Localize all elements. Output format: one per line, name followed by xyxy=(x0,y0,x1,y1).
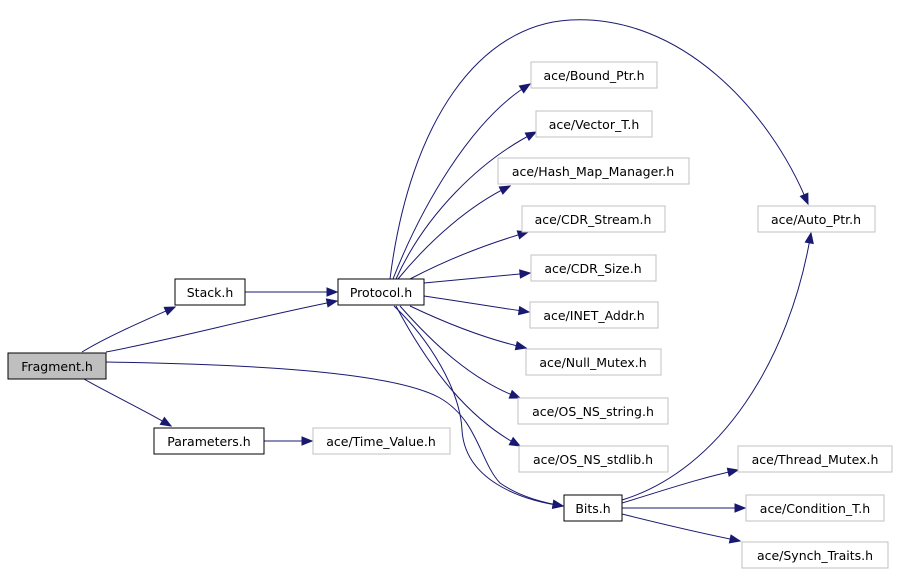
node-ace-thread-mutex-h-label: ace/Thread_Mutex.h xyxy=(752,452,879,467)
node-stack-h[interactable]: Stack.h xyxy=(174,278,246,306)
arrowhead xyxy=(325,298,339,308)
arrowhead xyxy=(799,192,809,206)
edge-fragment-to-stack xyxy=(81,306,177,353)
node-ace-os-ns-stdlib-h[interactable]: ace/OS_NS_stdlib.h xyxy=(518,445,669,473)
arrowhead xyxy=(518,83,532,94)
edge-protocol-to-cdr_stream xyxy=(409,230,530,280)
edge-fragment-to-parameters xyxy=(83,378,173,427)
arrowhead xyxy=(498,185,512,195)
node-ace-inet-addr-h-label: ace/INET_Addr.h xyxy=(543,308,644,323)
node-parameters-h[interactable]: Parameters.h xyxy=(153,427,265,455)
node-ace-synch-traits-h[interactable]: ace/Synch_Traits.h xyxy=(741,541,889,569)
node-fragment-h-label: Fragment.h xyxy=(21,359,93,374)
arrowhead xyxy=(728,534,742,544)
edge-protocol-to-auto_ptr xyxy=(389,19,809,280)
edge-bits-to-thread_mutex xyxy=(621,467,740,504)
node-bits-h[interactable]: Bits.h xyxy=(563,494,623,522)
arrowhead xyxy=(519,269,532,279)
node-protocol-h-label: Protocol.h xyxy=(350,285,412,300)
arrowhead xyxy=(508,436,522,447)
node-ace-hash-map-manager-h[interactable]: ace/Hash_Map_Manager.h xyxy=(497,157,690,185)
node-parameters-h-label: Parameters.h xyxy=(167,434,250,449)
node-stack-h-label: Stack.h xyxy=(187,285,234,300)
node-ace-os-ns-string-h[interactable]: ace/OS_NS_string.h xyxy=(517,397,669,425)
arrowhead xyxy=(734,503,747,513)
arrowhead xyxy=(326,287,339,297)
node-ace-time-value-h-label: ace/Time_Value.h xyxy=(326,434,436,449)
edges-layer xyxy=(81,19,814,544)
node-ace-cdr-size-h-label: ace/CDR_Size.h xyxy=(544,261,641,276)
edge-protocol-to-bits xyxy=(393,305,565,510)
node-ace-auto-ptr-h-label: ace/Auto_Ptr.h xyxy=(771,212,861,227)
arrowhead xyxy=(726,467,740,477)
node-ace-auto-ptr-h[interactable]: ace/Auto_Ptr.h xyxy=(757,205,876,233)
edge-fragment-to-protocol xyxy=(105,298,339,353)
edge-protocol-to-os_ns_string xyxy=(399,305,522,399)
node-fragment-h[interactable]: Fragment.h xyxy=(7,352,107,380)
arrowhead xyxy=(514,340,528,351)
nodes-layer: Fragment.h Stack.h Protocol.h Parameters… xyxy=(7,61,893,569)
arrowhead xyxy=(517,305,531,316)
edge-protocol-to-vector_t xyxy=(395,131,538,280)
node-ace-null-mutex-h-label: ace/Null_Mutex.h xyxy=(539,355,646,370)
edge-protocol-to-cdr_size xyxy=(423,269,532,284)
node-ace-condition-t-h[interactable]: ace/Condition_T.h xyxy=(745,494,885,522)
node-ace-vector-t-h-label: ace/Vector_T.h xyxy=(549,117,640,132)
edge-protocol-to-inet_addr xyxy=(423,295,531,316)
edge-bits-to-synch_traits xyxy=(621,513,742,544)
node-ace-hash-map-manager-h-label: ace/Hash_Map_Manager.h xyxy=(512,164,674,179)
node-ace-condition-t-h-label: ace/Condition_T.h xyxy=(760,501,870,516)
arrowhead xyxy=(804,231,814,245)
node-ace-cdr-stream-h-label: ace/CDR_Stream.h xyxy=(535,212,652,227)
edge-protocol-to-null_mutex xyxy=(409,305,528,351)
arrowhead xyxy=(551,499,565,510)
edge-bits-to-condition_t xyxy=(622,503,747,513)
arrowhead xyxy=(159,416,173,427)
arrowhead xyxy=(524,131,538,142)
node-ace-synch-traits-h-label: ace/Synch_Traits.h xyxy=(757,548,873,563)
edge-protocol-to-bound_ptr xyxy=(392,83,532,280)
node-ace-os-ns-stdlib-h-label: ace/OS_NS_stdlib.h xyxy=(533,452,653,467)
arrowhead xyxy=(301,436,314,446)
node-ace-vector-t-h[interactable]: ace/Vector_T.h xyxy=(535,110,653,138)
arrowhead xyxy=(508,389,522,399)
node-ace-inet-addr-h[interactable]: ace/INET_Addr.h xyxy=(529,301,659,329)
edge-protocol-to-hash_map_manager xyxy=(397,185,512,280)
node-protocol-h[interactable]: Protocol.h xyxy=(337,278,425,306)
node-ace-time-value-h[interactable]: ace/Time_Value.h xyxy=(312,427,451,455)
node-ace-null-mutex-h[interactable]: ace/Null_Mutex.h xyxy=(525,348,662,376)
node-ace-cdr-stream-h[interactable]: ace/CDR_Stream.h xyxy=(521,205,666,233)
node-ace-thread-mutex-h[interactable]: ace/Thread_Mutex.h xyxy=(737,445,893,473)
arrowhead xyxy=(163,306,177,316)
node-ace-bound-ptr-h[interactable]: ace/Bound_Ptr.h xyxy=(530,61,658,89)
node-bits-h-label: Bits.h xyxy=(575,501,610,516)
node-ace-os-ns-string-h-label: ace/OS_NS_string.h xyxy=(532,404,654,419)
edge-bits-to-auto_ptr xyxy=(621,231,814,501)
edge-protocol-to-os_ns_stdlib xyxy=(395,305,522,447)
node-ace-bound-ptr-h-label: ace/Bound_Ptr.h xyxy=(543,68,644,83)
node-ace-cdr-size-h[interactable]: ace/CDR_Size.h xyxy=(530,254,657,282)
edge-parameters-to-time_value xyxy=(264,436,314,446)
edge-stack-to-protocol xyxy=(245,287,339,297)
